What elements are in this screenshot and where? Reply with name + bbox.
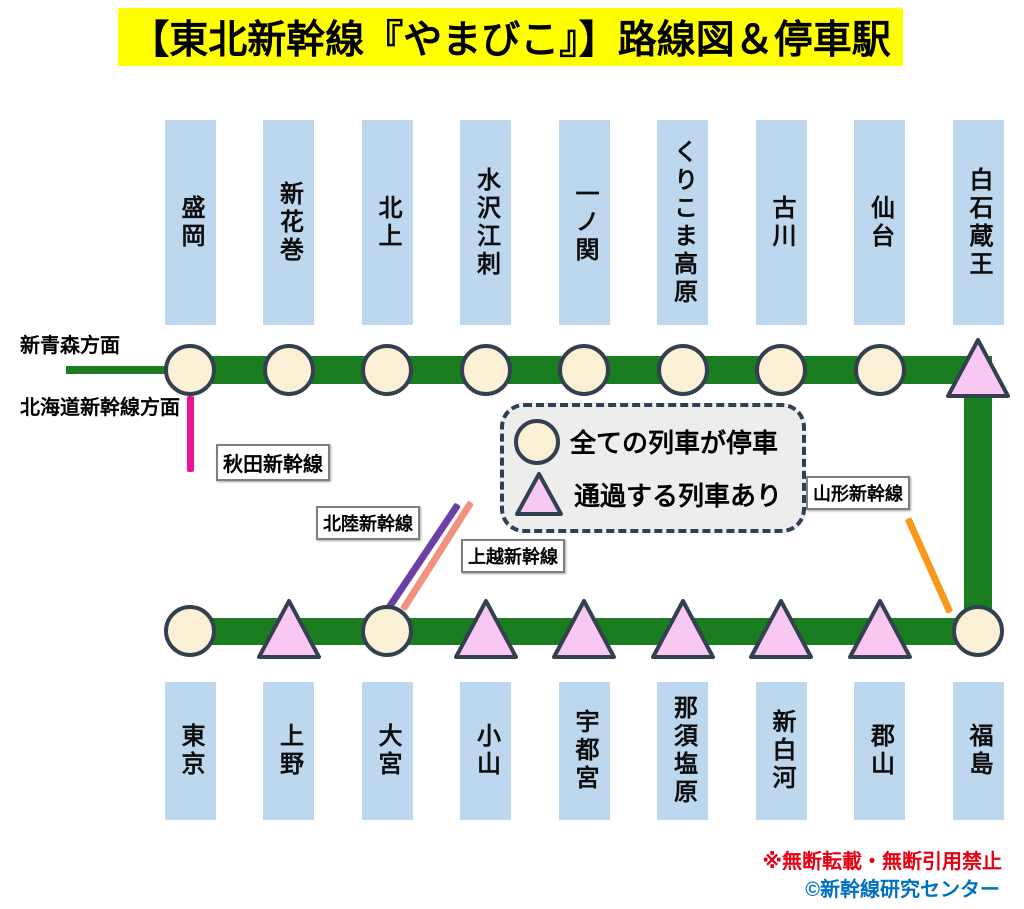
station-marker-circle bbox=[361, 605, 413, 657]
station-marker-triangle bbox=[847, 597, 913, 661]
station-bar: 上野 bbox=[263, 682, 314, 820]
station-bar: 那須塩原 bbox=[657, 682, 708, 820]
legend-pass-triangle-icon bbox=[514, 471, 564, 517]
station-bar: 宇都宮 bbox=[558, 682, 610, 820]
station-label: 北上 bbox=[374, 194, 401, 251]
station-marker-circle bbox=[656, 344, 709, 396]
station-label: 盛岡 bbox=[177, 194, 204, 251]
station-label: 仙台 bbox=[866, 194, 894, 251]
station-label: 那須塩原 bbox=[669, 695, 697, 807]
station-bar: 盛岡 bbox=[164, 120, 216, 325]
station-bar: くりこま高原 bbox=[657, 120, 708, 325]
akita-shinkansen-label: 秋田新幹線 bbox=[216, 444, 330, 481]
station-bar: 仙台 bbox=[854, 120, 905, 325]
station-bar: 福島 bbox=[952, 682, 1004, 820]
station-marker-circle bbox=[853, 344, 906, 396]
station-bar: 新白河 bbox=[755, 682, 807, 820]
legend-pass-text: 通過する列車あり bbox=[574, 480, 783, 511]
page-title: 【東北新幹線『やまびこ』】路線図＆停車駅 bbox=[118, 8, 903, 66]
station-bar: 北上 bbox=[361, 120, 413, 325]
station-bar: 東京 bbox=[164, 682, 216, 820]
legend-box: 全ての列車が停車 通過する列車あり bbox=[500, 403, 806, 533]
station-label: 新白河 bbox=[768, 709, 795, 793]
station-bar: 新花巻 bbox=[263, 120, 314, 325]
station-marker-circle bbox=[459, 344, 512, 396]
station-label: 水沢江刺 bbox=[472, 166, 500, 279]
station-label: 上野 bbox=[275, 723, 303, 779]
station-bar: 古川 bbox=[755, 120, 807, 325]
copyright-text: ©新幹線研究センター bbox=[805, 879, 1000, 901]
station-bar: 一ノ関 bbox=[558, 120, 610, 325]
station-marker-circle bbox=[164, 605, 216, 657]
station-marker-triangle bbox=[256, 597, 322, 661]
direction-label-shin-aomori: 新青森方面 bbox=[20, 335, 120, 357]
station-marker-triangle bbox=[945, 336, 1011, 400]
station-marker-circle bbox=[755, 344, 807, 396]
station-marker-circle bbox=[164, 344, 216, 396]
direction-label-hokkaido: 北海道新幹線方面 bbox=[20, 397, 180, 419]
station-marker-circle bbox=[952, 605, 1004, 657]
station-bar: 水沢江刺 bbox=[460, 120, 511, 325]
station-marker-triangle bbox=[748, 597, 814, 661]
station-marker-triangle bbox=[650, 597, 716, 661]
legend-stop-text: 全ての列車が停車 bbox=[570, 428, 779, 459]
legend-row-pass: 通過する列車あり bbox=[514, 471, 792, 517]
station-marker-circle bbox=[558, 344, 610, 396]
yamagata-shinkansen-label: 山形新幹線 bbox=[806, 476, 910, 510]
route-line-right-vertical bbox=[964, 370, 992, 631]
no-reproduction-notice: ※無断転載・無断引用禁止 bbox=[762, 851, 1002, 873]
akita-shinkansen-line bbox=[187, 396, 194, 472]
station-label: 新花巻 bbox=[275, 180, 303, 265]
station-marker-triangle bbox=[453, 597, 519, 661]
station-label: 白石蔵王 bbox=[965, 166, 992, 279]
legend-stop-circle-icon bbox=[514, 418, 560, 465]
station-label: 一ノ関 bbox=[571, 180, 598, 265]
station-label: 福島 bbox=[965, 723, 992, 779]
station-bar: 小山 bbox=[460, 682, 511, 820]
joetsu-shinkansen-label: 上越新幹線 bbox=[461, 539, 565, 573]
route-line-to-shin-aomori bbox=[66, 366, 190, 374]
station-label: 大宮 bbox=[374, 723, 401, 779]
station-marker-triangle bbox=[551, 597, 617, 661]
station-label: 東京 bbox=[177, 723, 204, 779]
station-label: 古川 bbox=[768, 194, 795, 251]
station-label: 郡山 bbox=[866, 723, 894, 779]
station-label: くりこま高原 bbox=[669, 138, 697, 307]
legend-row-stop: 全ての列車が停車 bbox=[514, 418, 792, 465]
station-bar: 大宮 bbox=[361, 682, 413, 820]
hokuriku-shinkansen-label: 北陸新幹線 bbox=[316, 506, 420, 540]
station-label: 小山 bbox=[472, 723, 500, 779]
station-marker-circle bbox=[361, 344, 413, 396]
station-marker-circle bbox=[262, 344, 315, 396]
station-bar: 白石蔵王 bbox=[952, 120, 1004, 325]
station-bar: 郡山 bbox=[854, 682, 905, 820]
station-label: 宇都宮 bbox=[571, 709, 598, 793]
